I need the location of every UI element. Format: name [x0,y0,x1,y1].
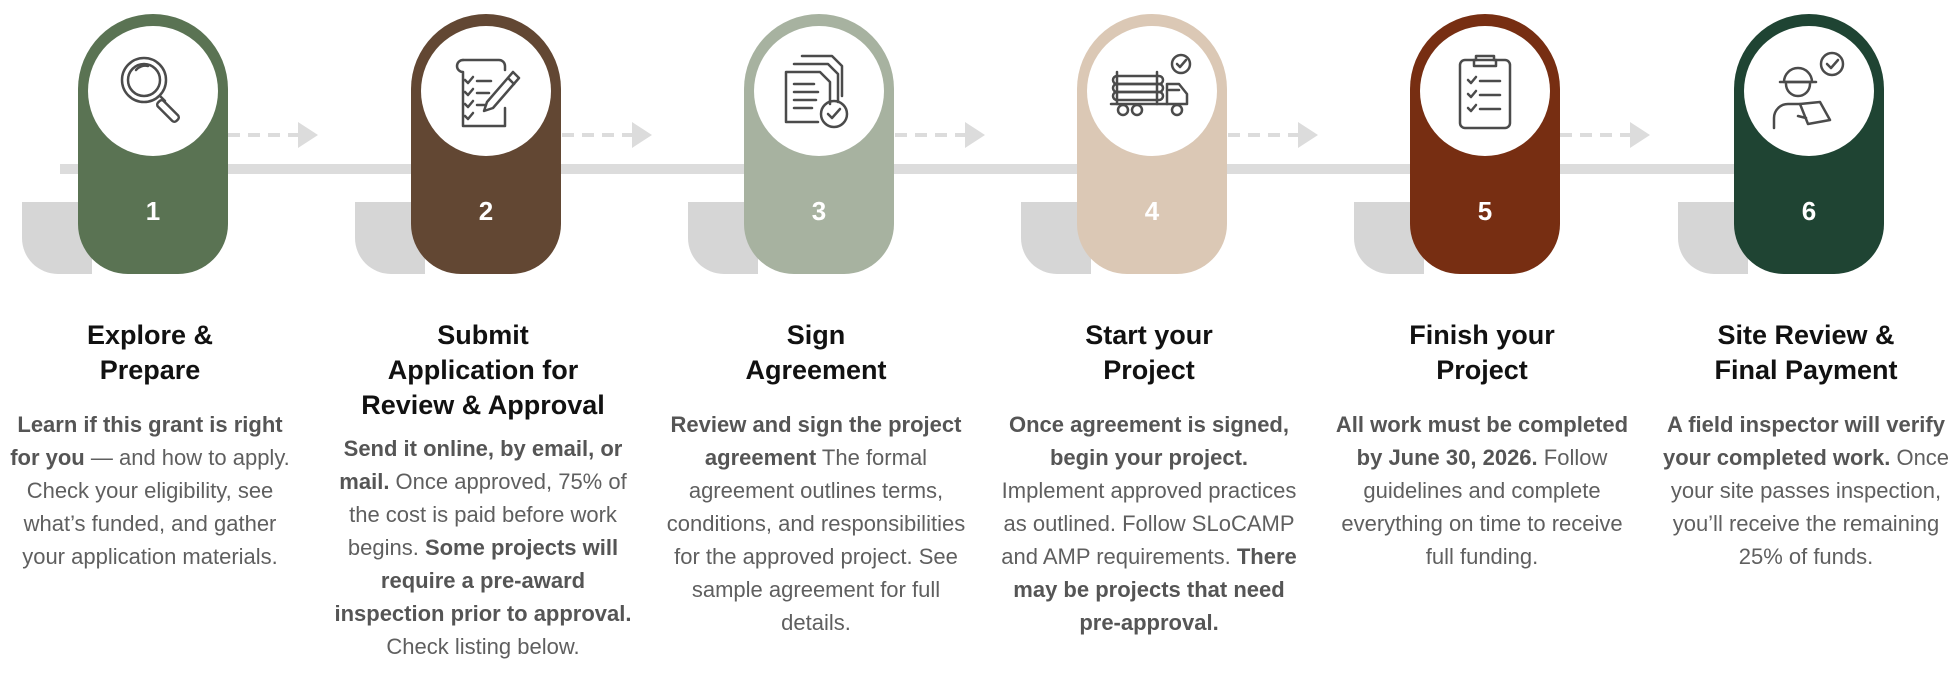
connector-arrow-3 [895,122,985,148]
step-number: 5 [1477,196,1493,226]
step-description: Learn if this grant is right for you — a… [10,412,290,569]
logging-truck-icon [1109,53,1192,117]
step-description: All work must be completed by June 30, 2… [1335,412,1629,569]
field-inspector-icon [1772,51,1845,130]
icon-circle [1087,26,1217,156]
step-1: 1 Explore &Prepare Learn if this grant i… [0,0,300,700]
connector-arrow-4 [1228,122,1318,148]
icon-circle [421,26,551,156]
step-description: Send it online, by email, or mail. Once … [334,436,632,659]
step-number: 1 [145,196,161,226]
icon-circle [88,26,218,156]
timeline-bar [60,164,1760,174]
step-description: A field inspector will verify your compl… [1662,412,1950,569]
step-description: Once agreement is signed, begin your pro… [1001,412,1297,635]
icon-circle [1744,26,1874,156]
connector-arrow-1 [228,122,318,148]
signed-document-icon [784,54,849,129]
step-description: Review and sign the project agreement Th… [666,412,966,635]
step-number: 6 [1801,196,1817,226]
step-title: Site Review &Final Payment [1714,320,1898,385]
step-number: 2 [478,196,494,226]
document-pencil-icon [455,58,521,128]
clipboard-checklist-icon [1458,54,1512,130]
step-number: 3 [811,196,827,226]
connector-arrow-5 [1560,122,1650,148]
step-6: 6 Site Review &Final Payment A field ins… [1656,0,1956,700]
icon-circle [754,26,884,156]
step-title: Explore &Prepare [86,320,214,385]
icon-circle [1420,26,1550,156]
magnifier-icon [120,56,181,124]
step-number: 4 [1144,196,1160,226]
connector-arrow-2 [562,122,652,148]
